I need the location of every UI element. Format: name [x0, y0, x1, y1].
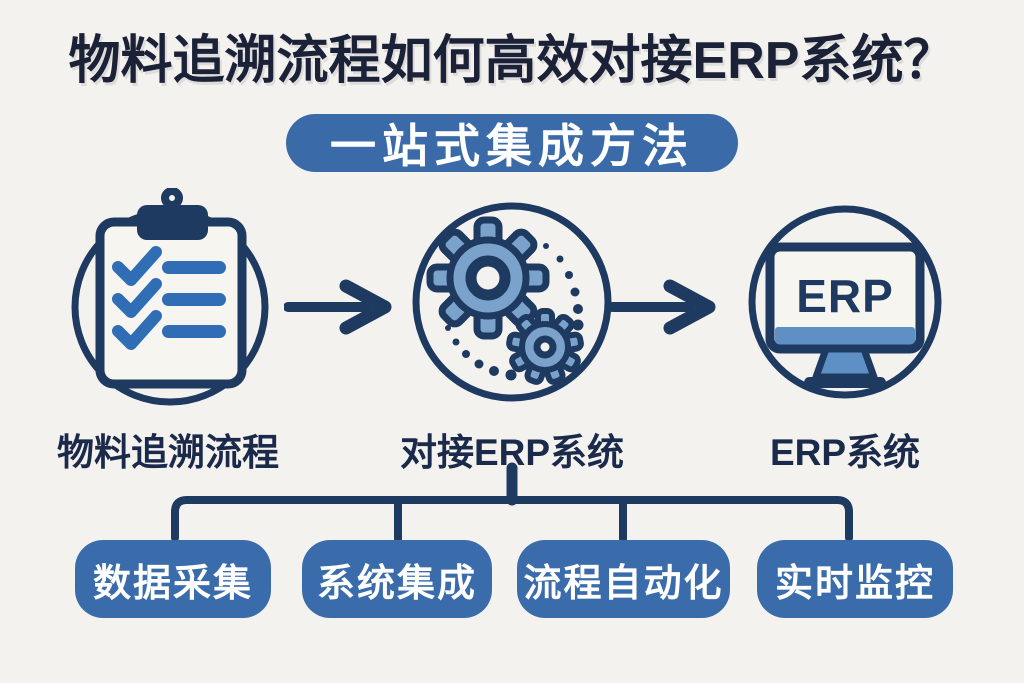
dotted-arc-top-right [543, 243, 584, 331]
step-label-erp-system: ERP系统 [769, 432, 921, 473]
erp-monitor-icon: ERP [748, 205, 942, 399]
branch-pill-system-integration: 系统集成 [302, 540, 492, 618]
gears-icon [412, 202, 612, 402]
clipboard-checklist-icon [71, 188, 269, 406]
subtitle-badge: 一站式集成方法 [286, 114, 738, 172]
dotted-arc-bottom-left [445, 325, 517, 381]
step-label-material-tracing: 物料追溯流程 [57, 432, 279, 473]
branch-pill-realtime-monitoring: 实时监控 [757, 540, 953, 618]
branch-pill-data-collection: 数据采集 [75, 540, 271, 618]
page-title: 物料追溯流程如何高效对接ERP系统？ [68, 32, 956, 90]
erp-screen-label: ERP [796, 270, 894, 322]
arrow-right-icon [284, 279, 392, 335]
branch-pill-process-automation: 流程自动化 [517, 540, 730, 618]
arrow-right-icon [608, 279, 716, 335]
branch-connector [171, 462, 853, 543]
